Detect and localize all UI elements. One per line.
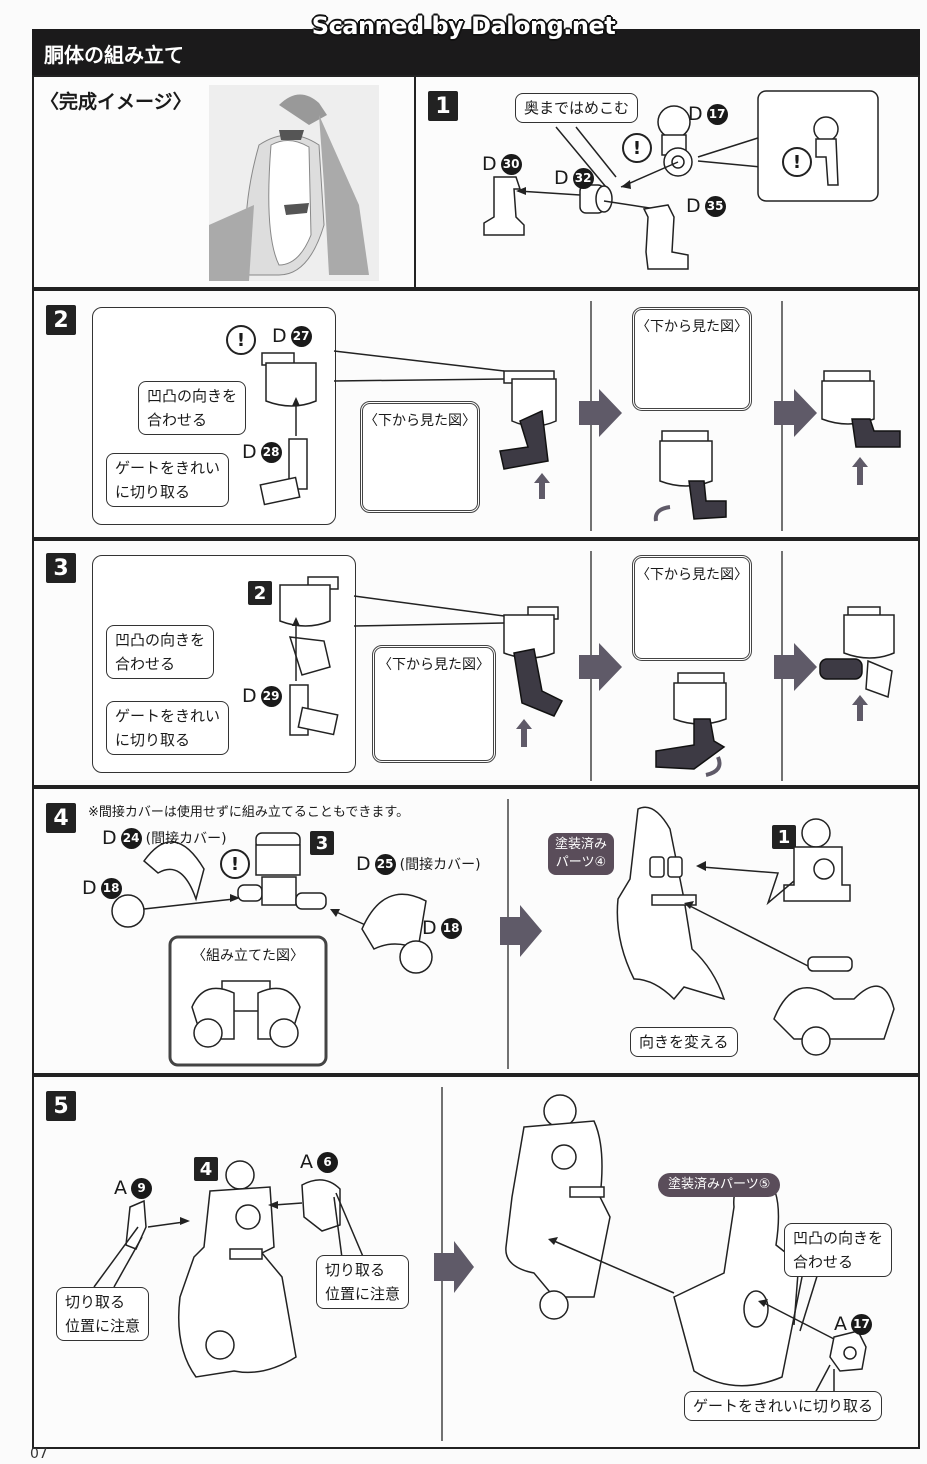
assembled-view-label: 〈組み立てた図〉 (192, 948, 304, 964)
bottom-view-inset: 〈下から見た図〉 (632, 307, 752, 411)
callout-trim-gate: ゲートをきれいに切り取る (106, 453, 230, 507)
caution-icon: ! (226, 325, 256, 355)
step-2-panel: 2 ! (32, 289, 920, 539)
callout-align-orientation: 凹凸の向きを合わせる (138, 381, 247, 435)
subassembly-ref: 2 (248, 581, 272, 605)
subassembly-ref: 4 (194, 1157, 218, 1181)
step-4-panel: 4 ※間接カバーは使用せずに組み立てることもできます。 3 1 (32, 787, 920, 1075)
callout-align-orientation: 凹凸の向きを合わせる (784, 1223, 893, 1277)
subassembly-ref: 3 (310, 831, 334, 855)
step-4-diagram (111, 799, 895, 1069)
callout-insert-fully: 奥まではめこむ (515, 93, 639, 123)
step-number: 3 (46, 553, 76, 583)
callout-cut-position: 切り取る位置に注意 (316, 1255, 410, 1309)
bottom-view-inset: 〈下から見た図〉 (632, 555, 752, 661)
painted-parts-badge: 塗装済みパーツ④ (548, 833, 614, 875)
page-number: 07 (30, 1446, 48, 1462)
optional-cover-note: ※間接カバーは使用せずに組み立てることもできます。 (88, 805, 410, 820)
callout-cut-position: 切り取る位置に注意 (56, 1287, 150, 1341)
step-3-panel: 3 2 (32, 539, 920, 787)
subassembly-ref: 1 (772, 825, 796, 849)
step-number: 5 (46, 1091, 76, 1121)
section-title: 胴体の組み立て (44, 43, 184, 67)
caution-icon: ! (782, 147, 812, 177)
step-number: 2 (46, 305, 76, 335)
step-3-diagram (279, 551, 895, 781)
completed-figure-photo (209, 85, 379, 281)
watermark: Scanned by Dalong.net (311, 12, 616, 40)
bottom-view-inset: 〈下から見た図〉 (360, 401, 480, 513)
callout-trim-gate: ゲートをきれいに切り取る (106, 701, 230, 755)
callout-change-direction: 向きを変える (630, 1027, 738, 1057)
completed-image-panel: 〈完成イメージ〉 (32, 75, 416, 289)
completed-image-label: 〈完成イメージ〉 (40, 91, 192, 113)
caution-icon: ! (220, 849, 250, 879)
section-header: 胴体の組み立て (32, 29, 920, 75)
bottom-view-inset: 〈下から見た図〉 (372, 645, 496, 763)
step-number: 4 (46, 803, 76, 833)
step-1-diagram (483, 90, 879, 270)
caution-icon: ! (622, 133, 652, 163)
callout-trim-gate: ゲートをきれいに切り取る (684, 1391, 883, 1421)
step-5-diagram (93, 1087, 867, 1441)
step-number: 1 (428, 91, 458, 121)
step-5-panel: 5 4 (32, 1075, 920, 1449)
callout-align-orientation: 凹凸の向きを合わせる (106, 625, 215, 679)
painted-parts-badge: 塗装済みパーツ⑤ (658, 1173, 781, 1197)
